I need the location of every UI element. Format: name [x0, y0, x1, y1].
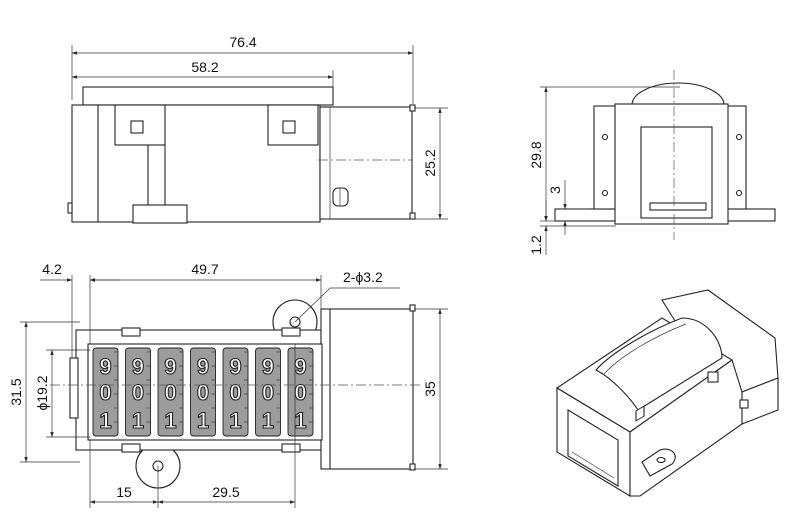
iso-dome	[595, 317, 723, 411]
counter-digit: 1	[262, 408, 274, 433]
counter-digit: 9	[294, 354, 306, 379]
counter-digit: 1	[197, 408, 209, 433]
counter-digit: 1	[99, 408, 111, 433]
counter-digit: 9	[132, 354, 144, 379]
counter-digit: 1	[132, 408, 144, 433]
counter-wheel	[125, 347, 151, 437]
counter-wheel	[92, 347, 119, 437]
counter-wheel	[157, 347, 184, 437]
counter-digit: 0	[229, 380, 241, 405]
counter-digit: 9	[197, 354, 209, 379]
side-right-tab-hole	[282, 120, 296, 134]
dim-window-width: 49.7	[191, 261, 218, 277]
dim-body-length: 58.2	[191, 59, 218, 75]
dim-left-offset: 4.2	[42, 261, 62, 277]
counter-digit: 0	[132, 380, 144, 405]
dim-window-height: ϕ19.2	[34, 375, 50, 410]
front-dome	[631, 82, 725, 106]
counter-wheel	[287, 347, 314, 437]
counter-digit: 9	[164, 354, 176, 379]
dim-side-height: 25.2	[422, 149, 438, 176]
counter-wheel	[222, 347, 249, 437]
counter-digit: 9	[229, 354, 241, 379]
counter-wheel	[190, 347, 216, 437]
side-shaft	[332, 187, 349, 207]
counter-digit: 9	[99, 354, 111, 379]
dim-hole-offset: 15	[116, 484, 132, 500]
top-housing	[320, 308, 414, 470]
counter-digit: 1	[229, 408, 241, 433]
counter-digit: 1	[294, 408, 306, 433]
counter-digit: 0	[197, 380, 209, 405]
counter-wheel	[255, 347, 281, 437]
dim-overall-length: 76.4	[229, 34, 256, 50]
side-left-tab-hole	[130, 120, 144, 134]
counter-digit: 1	[164, 408, 176, 433]
dim-flange-thickness: 3	[547, 186, 563, 194]
iso-window	[567, 409, 619, 487]
front-view: 29.8 3 1.2	[528, 70, 776, 255]
counter-digit: 0	[164, 380, 176, 405]
dim-front-height: 29.8	[528, 141, 544, 168]
dim-hole-note: 2-ϕ3.2	[343, 269, 383, 285]
counter-digit: 0	[99, 380, 111, 405]
counter-digit: 0	[294, 380, 306, 405]
isometric-view	[555, 289, 779, 497]
dim-front-width: 31.5	[8, 378, 24, 405]
counter-digit: 9	[262, 354, 274, 379]
side-view: 76.4 58.2 25.2	[67, 34, 448, 224]
front-window-slot	[649, 202, 707, 211]
side-top-plate	[82, 86, 334, 106]
counter-digit: 0	[262, 380, 274, 405]
dim-hole-spacing: 29.5	[212, 484, 239, 500]
dim-total-depth: 35	[422, 381, 438, 397]
side-foot	[132, 204, 188, 224]
dim-base-offset: 1.2	[528, 235, 544, 255]
